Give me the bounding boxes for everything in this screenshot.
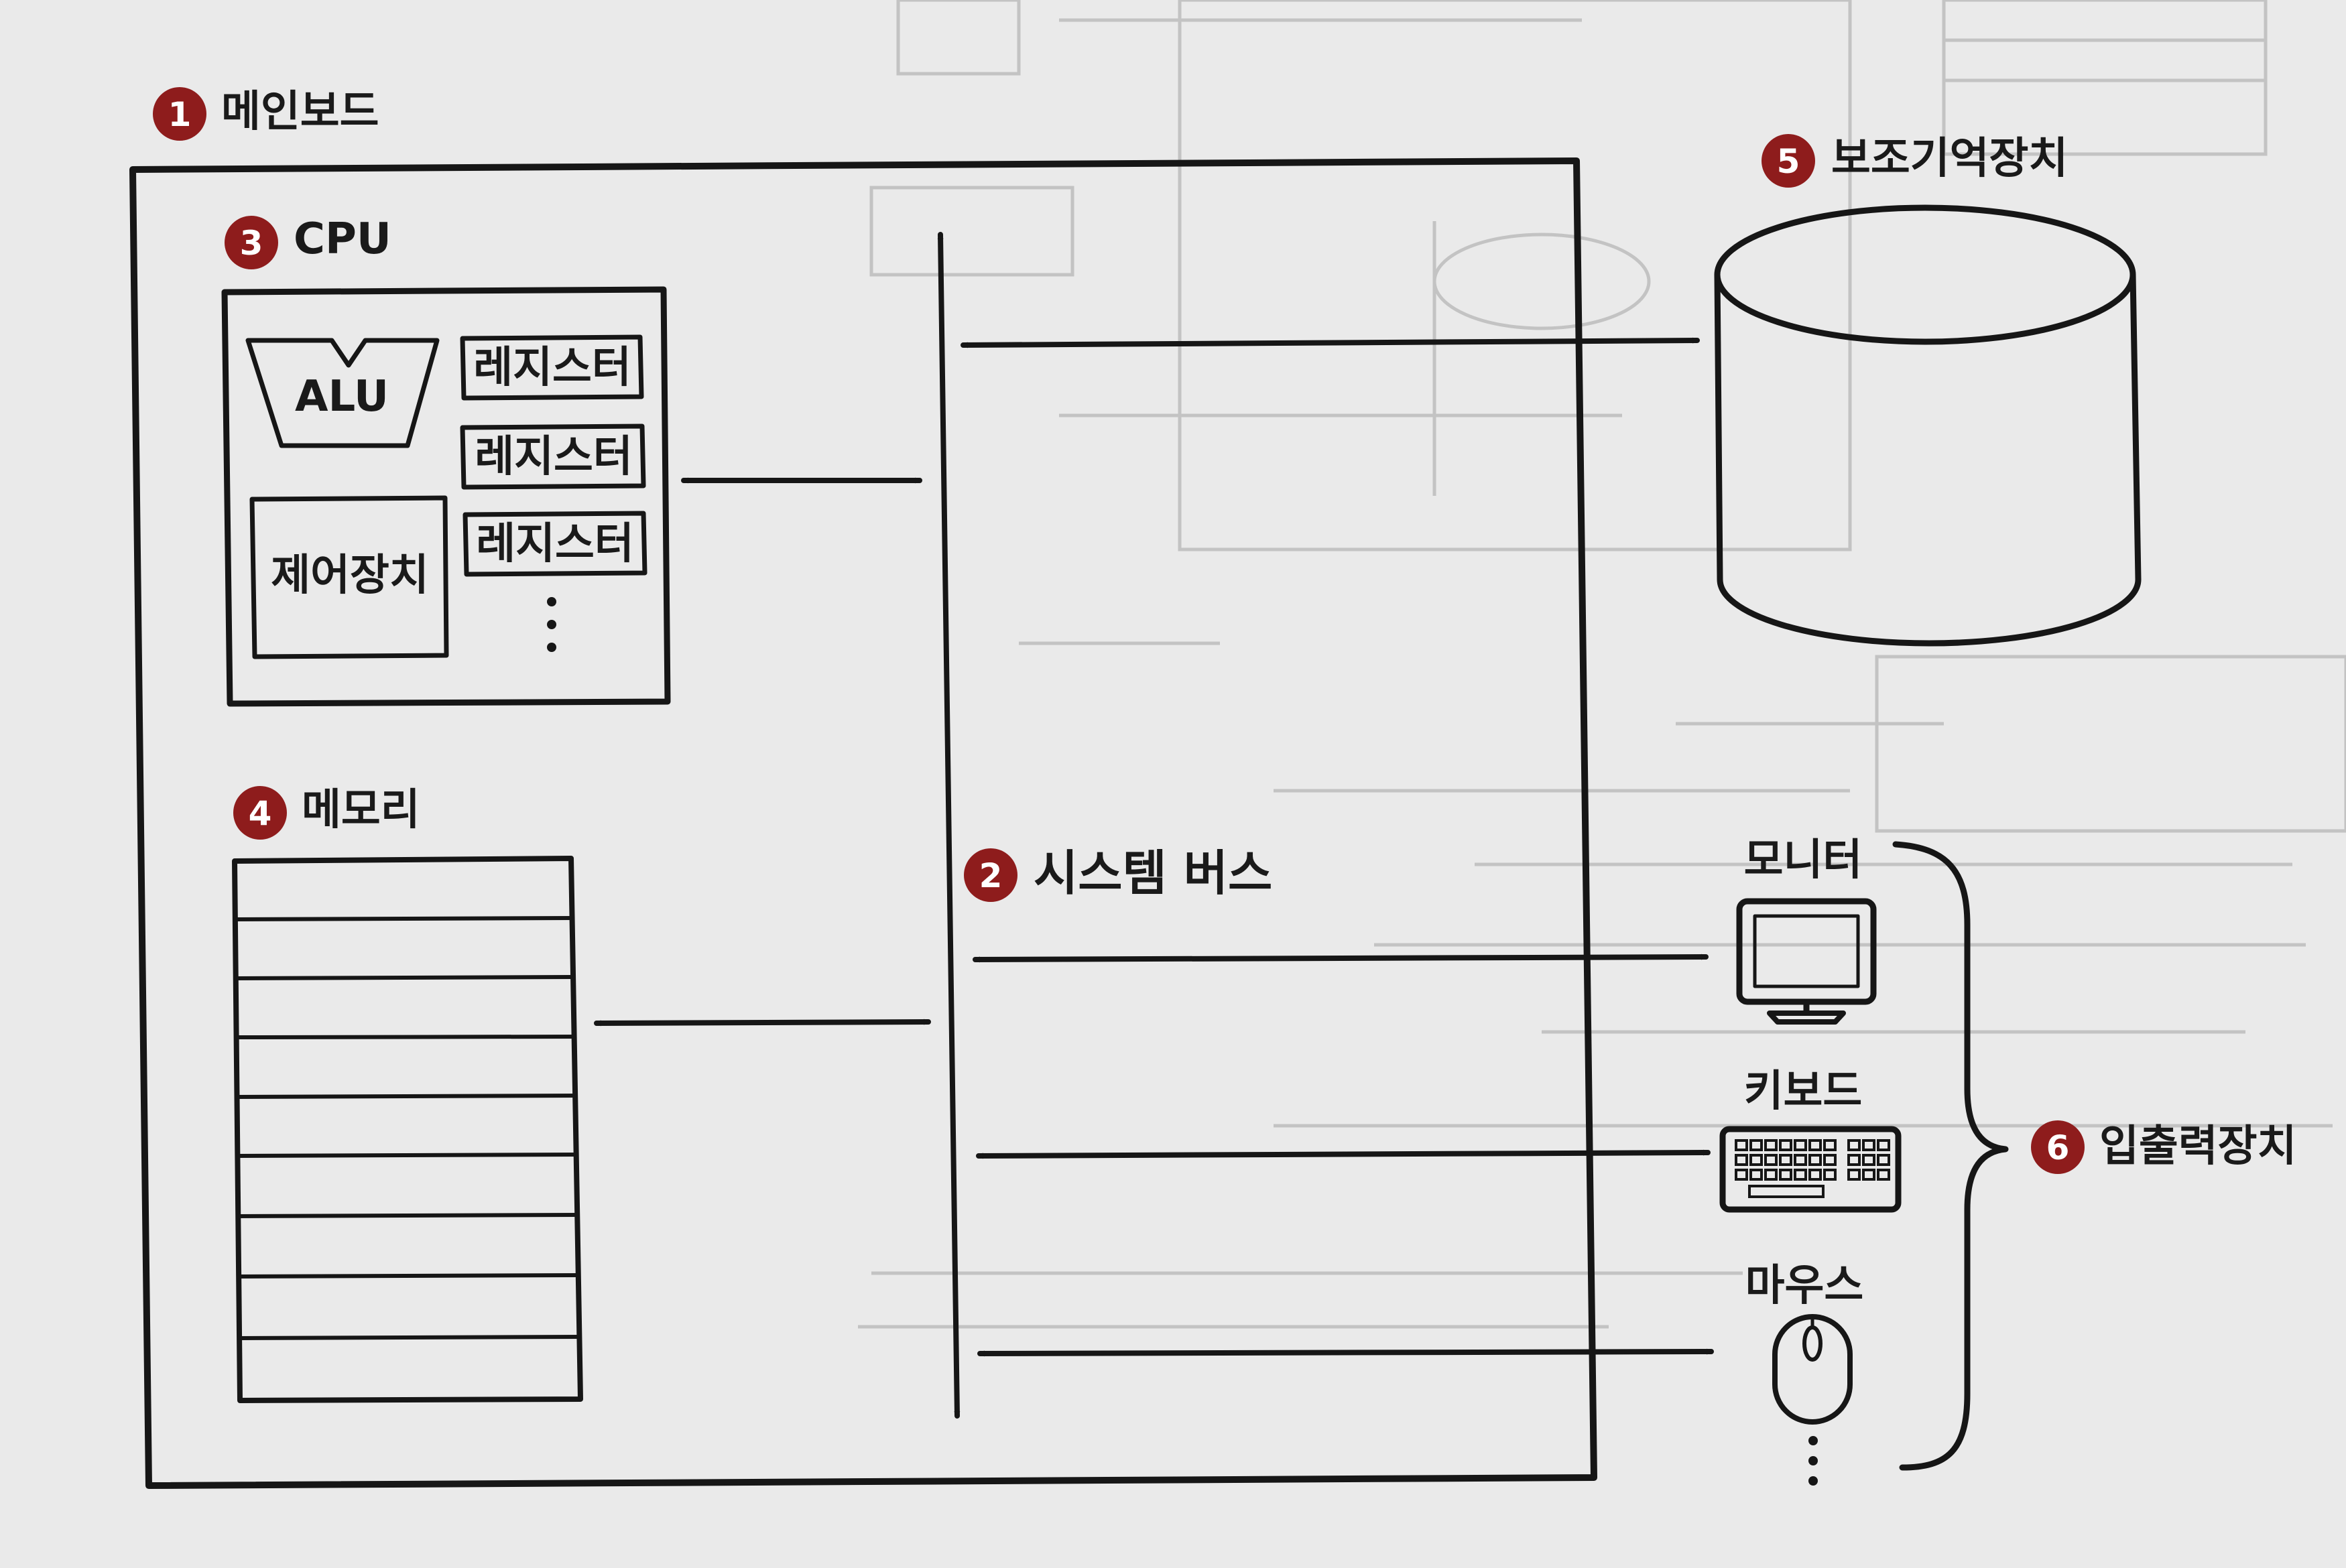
register-label: 레지스터 — [473, 343, 631, 393]
badge-circle — [225, 216, 278, 269]
control-unit-box — [249, 495, 449, 659]
memory-badge: 4 — [233, 786, 287, 840]
mouse-label: 마우스 — [1745, 1261, 1864, 1311]
keyboard-label: 키보드 — [1744, 1067, 1863, 1116]
system-bus-label: 시스템 버스 — [1034, 845, 1272, 901]
storage-bus-arrow — [961, 337, 1700, 348]
mouse-bus-arrow — [977, 1348, 1714, 1357]
system-bus-badge: 2 — [964, 848, 1017, 902]
alu-shape — [245, 338, 440, 448]
io-ellipsis — [1808, 1436, 1818, 1486]
memory-bus-arrow — [594, 1019, 931, 1027]
badge-number-4: 4 — [249, 794, 272, 833]
memory-label: 메모리 — [302, 785, 420, 835]
monitor-bus-arrow — [973, 954, 1709, 963]
mainboard-badge: 1 — [153, 87, 206, 141]
badge-number-5: 5 — [1777, 142, 1800, 181]
system-bus-line — [937, 232, 961, 1419]
mouse: 마우스 — [1745, 1261, 1864, 1486]
io-label: 입출력장치 — [2099, 1122, 2296, 1171]
cpu-badge: 3 — [225, 216, 278, 269]
secondary-storage: 5 보조기억장치 — [1714, 134, 2142, 647]
mainboard-outline — [129, 157, 1597, 1489]
monitor: 모니터 — [1736, 836, 1877, 1025]
keyboard-bus-arrow — [976, 1149, 1711, 1159]
keyboard: 키보드 — [1719, 1067, 1902, 1213]
memory-cells — [234, 916, 581, 1340]
badge-circle — [233, 786, 287, 840]
io-devices: 6 입출력장치 — [1892, 841, 2296, 1471]
register-label: 레지스터 — [476, 519, 634, 569]
mainboard-label: 메인보드 — [221, 87, 379, 137]
io-brace — [1892, 841, 2009, 1471]
register-box — [460, 423, 646, 490]
register-ellipsis — [547, 597, 556, 652]
storage-cylinder-icon — [1714, 204, 2142, 647]
register-box — [462, 511, 647, 577]
memory-box — [232, 856, 583, 1403]
badge-number-3: 3 — [240, 224, 263, 263]
control-unit-label: 제어장치 — [271, 551, 429, 600]
badge-circle — [1762, 134, 1815, 188]
register-label: 레지스터 — [475, 432, 633, 482]
badge-circle — [153, 87, 206, 141]
memory: 4 메모리 — [232, 785, 583, 1403]
io-badge: 6 — [2031, 1120, 2085, 1174]
mouse-icon — [1772, 1314, 1853, 1425]
cpu: 3 CPU ALU 제어장치 레지스터 레지스터 레지스터 — [221, 214, 671, 707]
register-2: 레지스터 — [460, 423, 646, 490]
register-box — [460, 334, 644, 401]
mainboard: 1 메인보드 — [129, 87, 1597, 1489]
cpu-box — [221, 286, 671, 707]
badge-number-1: 1 — [168, 95, 192, 134]
background-bleed-through — [858, 0, 2346, 1329]
cpu-label: CPU — [294, 214, 391, 264]
storage-badge: 5 — [1762, 134, 1815, 188]
register-1: 레지스터 — [460, 334, 644, 401]
badge-circle — [2031, 1120, 2085, 1174]
monitor-icon — [1736, 898, 1877, 1025]
alu-label: ALU — [295, 372, 389, 421]
badge-circle — [964, 848, 1017, 902]
register-3: 레지스터 — [462, 511, 647, 577]
system-bus: 2 시스템 버스 — [937, 232, 1272, 1419]
storage-label: 보조기억장치 — [1831, 134, 2068, 184]
badge-number-2: 2 — [979, 856, 1003, 895]
keyboard-icon — [1719, 1126, 1902, 1213]
connection-arrows — [594, 337, 1714, 1357]
monitor-label: 모니터 — [1744, 836, 1863, 885]
badge-number-6: 6 — [2046, 1128, 2070, 1167]
